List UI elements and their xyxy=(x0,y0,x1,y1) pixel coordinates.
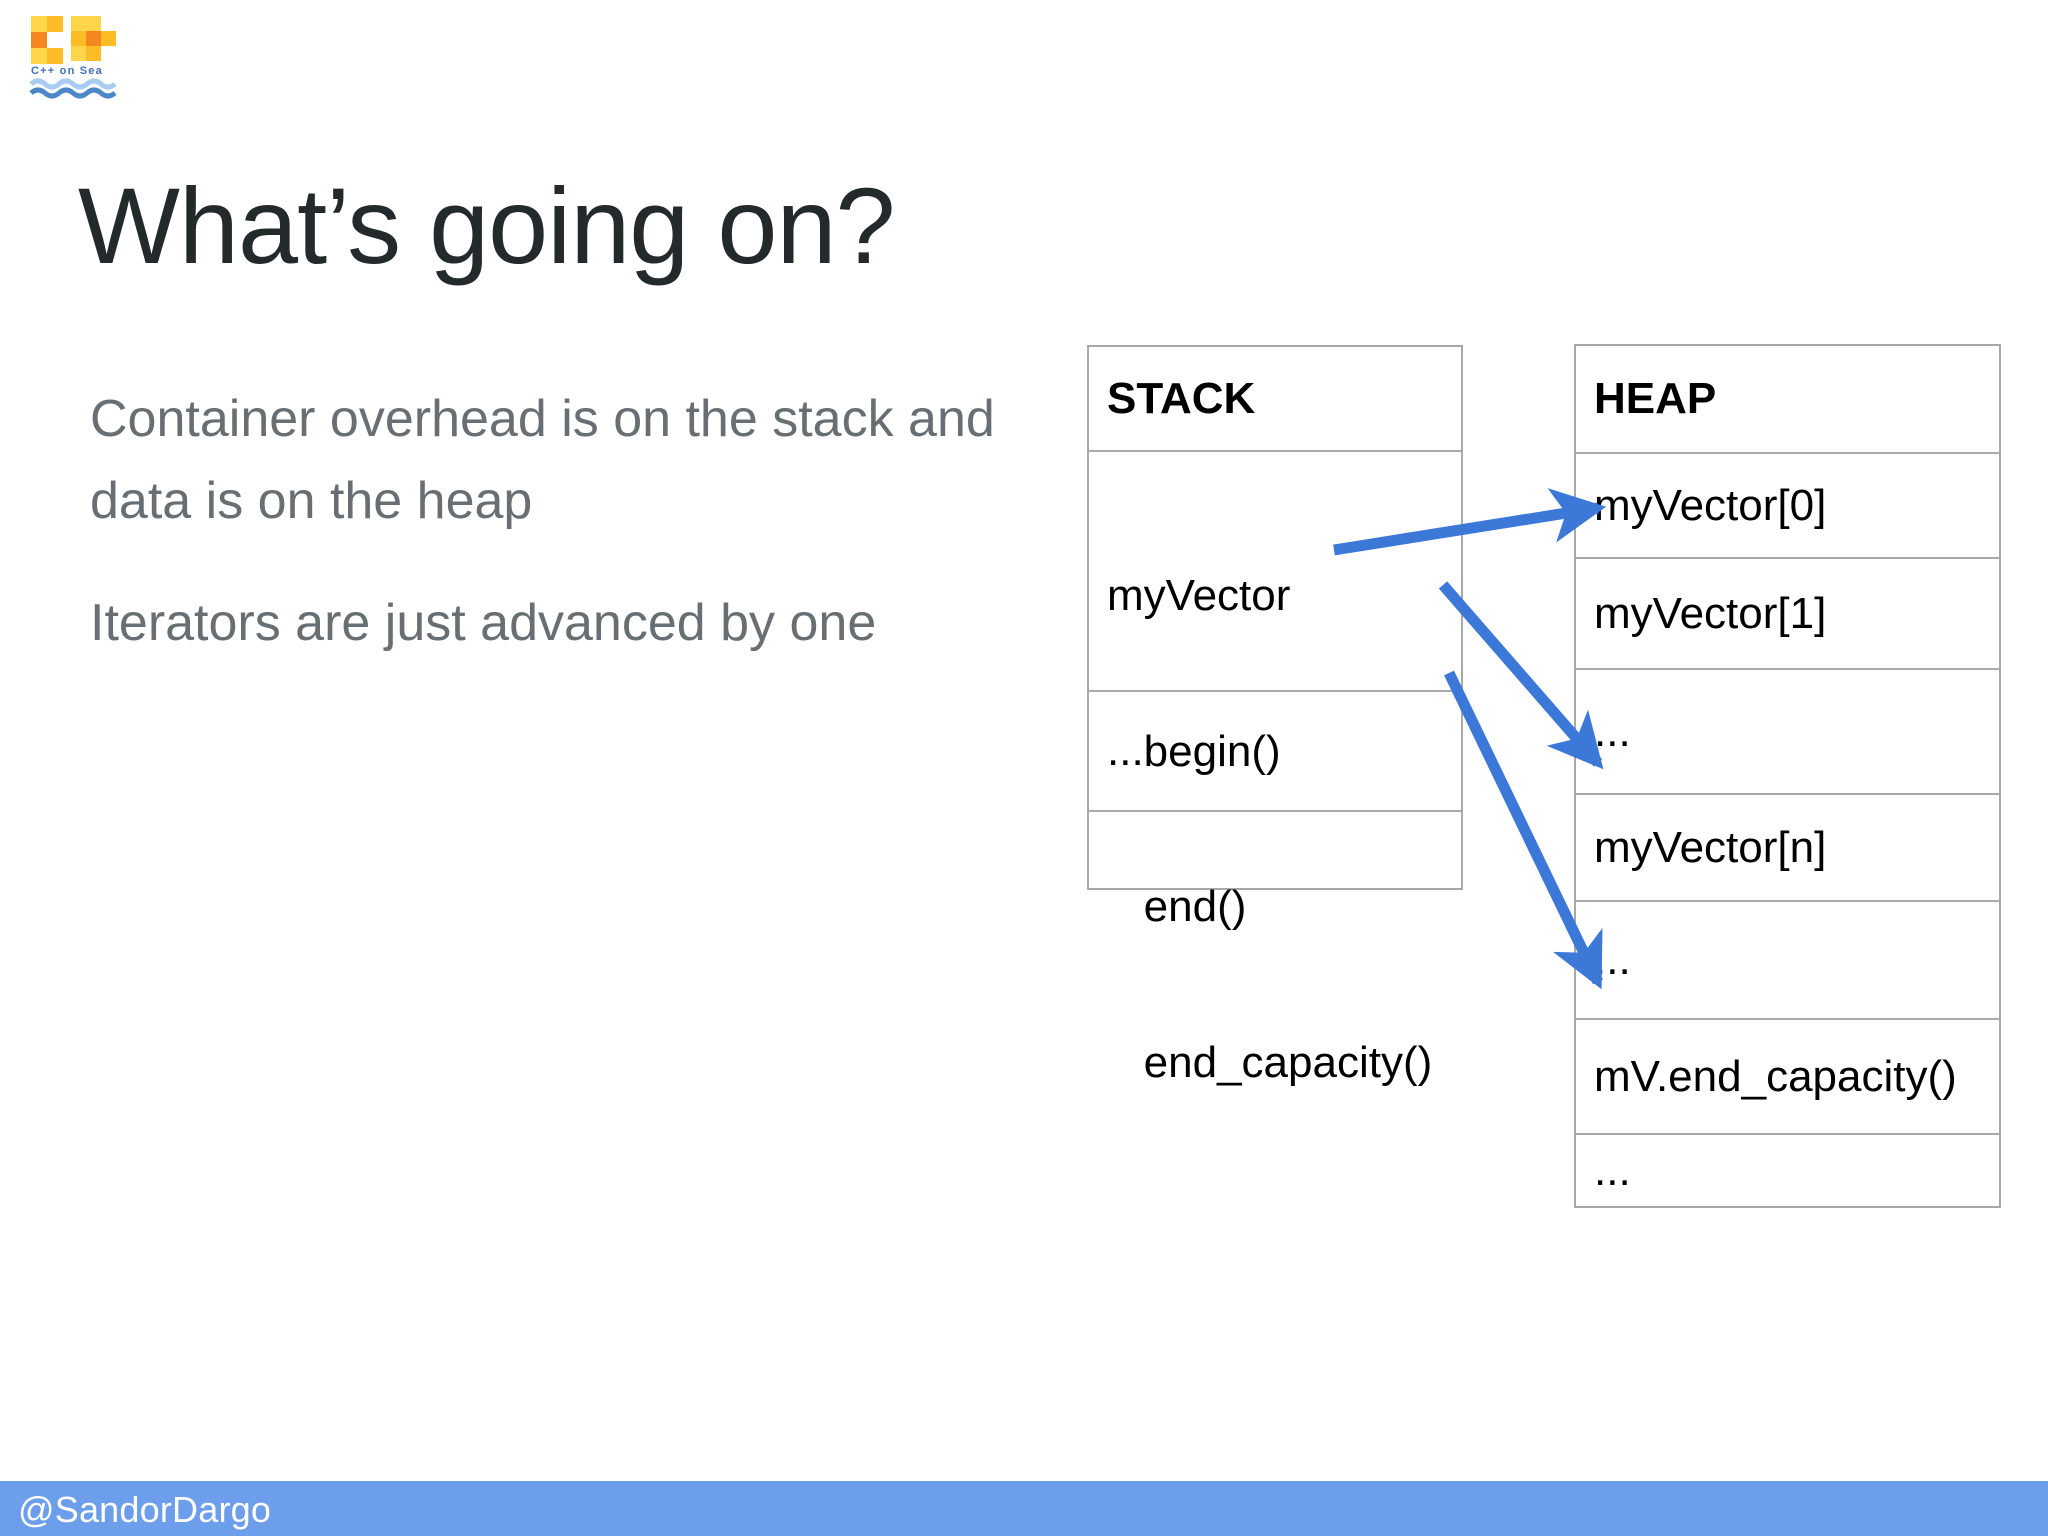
svg-text:C++ on Sea: C++ on Sea xyxy=(31,65,103,77)
stack-cell-line-begin: begin() xyxy=(1107,726,1281,776)
cpp-on-sea-logo: C++ on Sea xyxy=(27,12,122,102)
heap-row-ellipsis-1: ... xyxy=(1576,670,1999,795)
body-paragraph-1: Container overhead is on the stack and d… xyxy=(90,390,995,531)
stack-memory-table: STACK myVector begin() end() end_capacit… xyxy=(1087,345,1463,1087)
cpp-on-sea-logo-icon: C++ on Sea xyxy=(29,16,117,99)
heap-row-ellipsis-2: ... xyxy=(1576,902,1999,1020)
heap-row-ellipsis-3: ... xyxy=(1576,1135,1999,1208)
heap-row-myvector-0: myVector[0] xyxy=(1576,454,1999,559)
stack-cell-line-end: end() xyxy=(1107,882,1247,932)
footer-handle: @SandorDargo xyxy=(18,1489,272,1530)
heap-row-mv-end-capacity: mV.end_capacity() xyxy=(1576,1020,1999,1135)
slide-title: What’s going on? xyxy=(78,165,896,286)
stack-cell-line-myvector: myVector xyxy=(1107,570,1291,620)
stack-row-empty xyxy=(1089,812,1461,890)
slide-body: Container overhead is on the stack and d… xyxy=(90,378,1040,704)
stack-row-myvector: myVector begin() end() end_capacity() xyxy=(1089,452,1461,1087)
stack-cell-line-end-capacity: end_capacity() xyxy=(1107,1037,1433,1087)
heap-memory-table: HEAP myVector[0] myVector[1] ... myVecto… xyxy=(1574,344,2001,1208)
heap-table-header: HEAP xyxy=(1576,346,1999,454)
heap-row-myvector-n: myVector[n] xyxy=(1576,795,1999,902)
heap-row-myvector-1: myVector[1] xyxy=(1576,559,1999,670)
body-paragraph-2: Iterators are just advanced by one xyxy=(90,594,877,653)
stack-row-ellipsis: ... xyxy=(1089,692,1461,812)
footer-bar: @SandorDargo xyxy=(0,1481,2048,1536)
stack-table-header: STACK xyxy=(1089,347,1461,452)
